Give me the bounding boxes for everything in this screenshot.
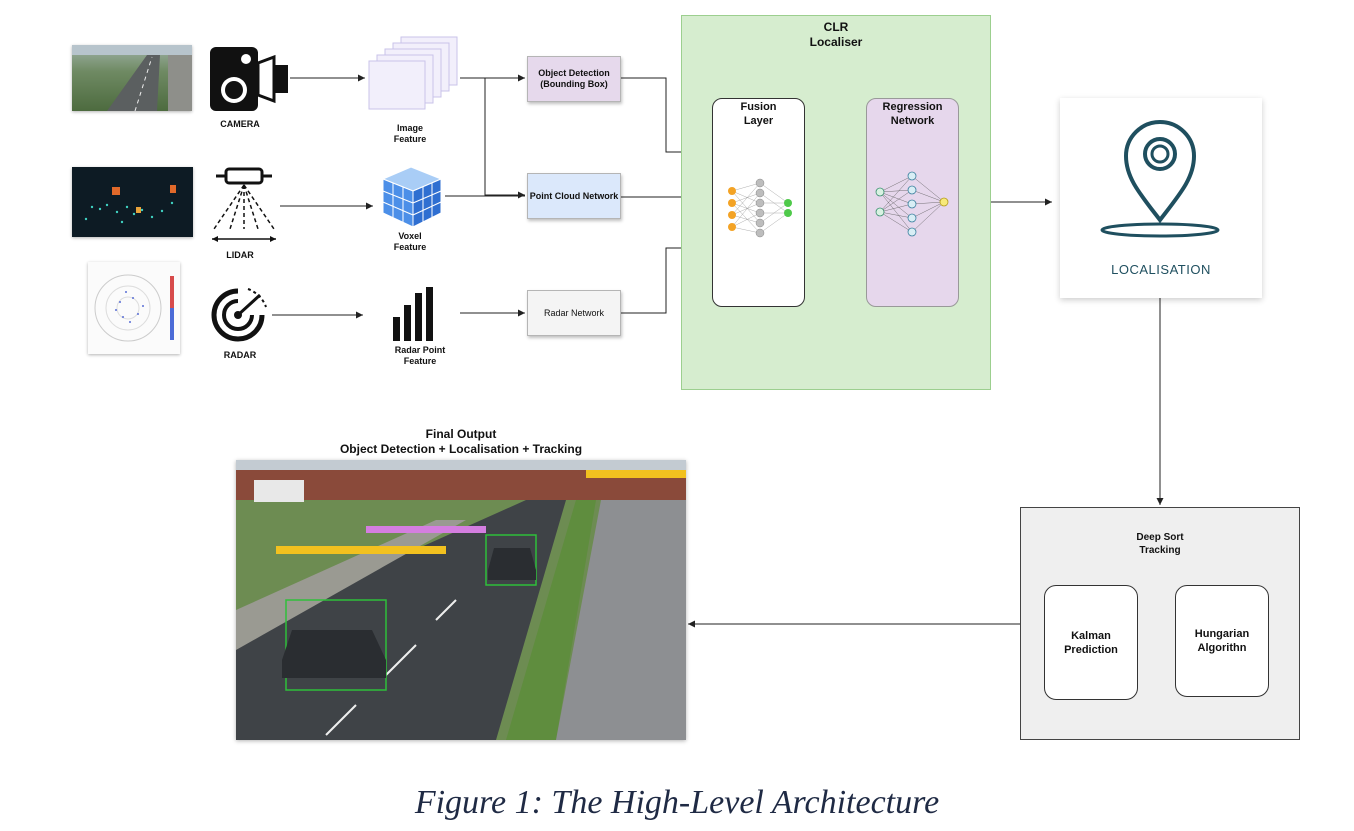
point-cloud-network-box: Point Cloud Network: [527, 173, 621, 219]
figure-caption: Figure 1: The High-Level Architecture: [414, 784, 940, 821]
lidar-icon: [212, 167, 276, 242]
bar-chart-icon: [393, 287, 433, 341]
final-output-image: [236, 460, 686, 740]
image-feature-stack-icon: [368, 36, 458, 110]
object-detection-box: Object Detection (Bounding Box): [527, 56, 621, 102]
radar-network-box: Radar Network: [527, 290, 621, 336]
localisation-label: LOCALISATION: [1111, 262, 1211, 277]
regression-network-label: Regression Network: [882, 101, 943, 127]
fusion-neural-net-icon: [728, 178, 792, 238]
kalman-prediction-box: Kalman Prediction: [1044, 585, 1138, 700]
fusion-layer-label: Fusion Layer: [740, 101, 777, 127]
hungarian-algorithm-box: Hungarian Algorithn: [1175, 585, 1269, 697]
image-to-pointcloud-arrow: [484, 78, 525, 199]
voxel-cube-icon: [381, 166, 443, 228]
lidar-label: LIDAR: [226, 250, 254, 260]
radar-label: RADAR: [223, 350, 257, 360]
lidar-sample-image: [72, 167, 193, 237]
clr-localiser-title: CLR Localiser: [809, 20, 863, 49]
final-output-title: Final Output Object Detection + Localisa…: [339, 427, 583, 456]
camera-icon: [210, 47, 288, 111]
localisation-panel: [1060, 98, 1262, 298]
radar-sample-plot: [88, 262, 180, 354]
camera-label: CAMERA: [220, 119, 260, 129]
camera-sample-image: [72, 45, 192, 111]
location-pin-icon: [1100, 120, 1220, 238]
image-feature-label: Image Feature: [393, 123, 427, 144]
radar-point-feature-label: Radar Point Feature: [394, 345, 446, 366]
radar-icon: [211, 288, 267, 342]
regression-neural-net-icon: [875, 171, 949, 237]
voxel-feature-label: Voxel Feature: [393, 231, 427, 252]
deep-sort-tracking-title: Deep Sort Tracking: [1136, 532, 1184, 556]
